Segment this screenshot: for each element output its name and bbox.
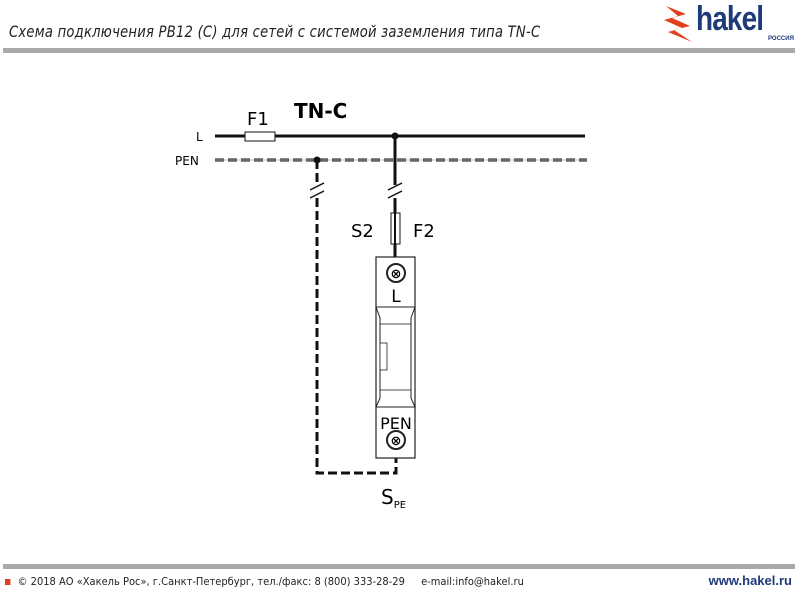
footer-divider [3,564,795,569]
label-S-PE: SPE [381,485,406,511]
header-divider [3,48,795,53]
break-mark [387,182,403,191]
screw-terminal-icon: ⊗ [386,263,406,283]
fuse-F1 [244,131,276,142]
label-F1: F1 [247,109,269,130]
hakel-logo: hakel РОССИЯ [660,0,795,46]
website-link[interactable]: www.hakel.ru [708,573,792,588]
page-title: Схема подключения PB12 (C) для сетей с с… [9,22,541,41]
terminal-L-label: L [391,287,401,307]
logo-text: hakel [696,0,764,38]
svg-text:⊗: ⊗ [391,434,402,449]
copyright: © 2018 АО «Хакель Рос», г.Санкт-Петербур… [17,575,405,588]
svg-text:⊗: ⊗ [391,267,402,282]
label-PEN: PEN [175,154,199,168]
logo-subtext: РОССИЯ [768,36,794,42]
email-link[interactable]: e-mail:info@hakel.ru [421,575,524,588]
surge-protector-module: ⊗ ⊗ [375,256,416,459]
label-S2: S2 [351,221,374,242]
footer: © 2018 АО «Хакель Рос», г.Санкт-Петербур… [5,575,524,588]
lightning-icon [664,6,692,42]
label-L: L [196,130,203,144]
bullet-icon [5,579,11,585]
terminal-PEN-label: PEN [380,414,412,433]
screw-terminal-icon: ⊗ [386,430,406,450]
label-F2: F2 [413,221,435,242]
label-system: TN-C [294,99,347,123]
